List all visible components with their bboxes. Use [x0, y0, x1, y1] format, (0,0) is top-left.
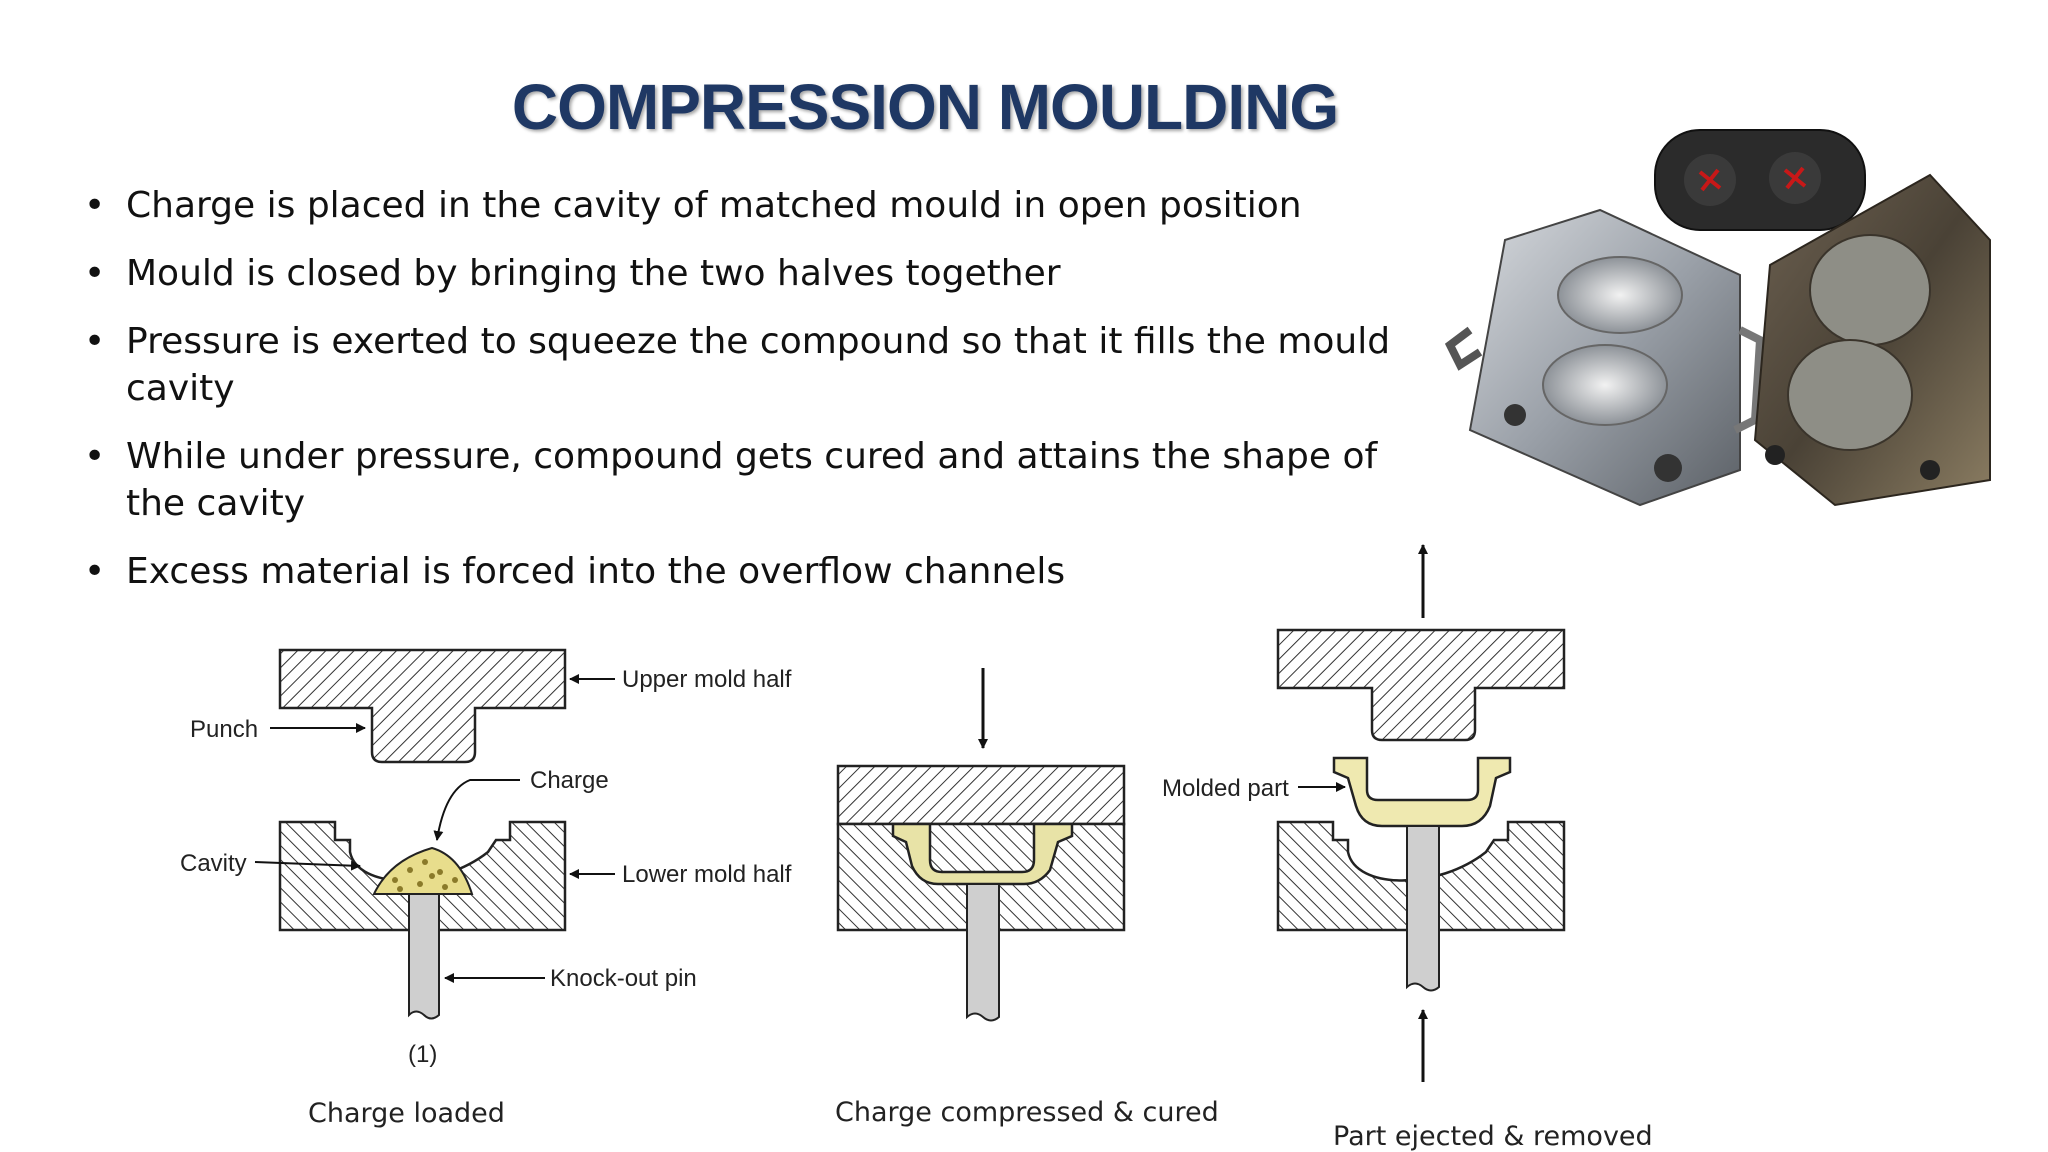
bullet-item: While under pressure, compound gets cure… [84, 433, 1444, 527]
charge [372, 846, 474, 895]
stage-3-diagram: Molded part Part ejected & removed [1162, 544, 1653, 1152]
label-upper-mold-half: Upper mold half [622, 666, 792, 693]
molded-part [1332, 756, 1512, 828]
label-knock-out-pin: Knock-out pin [550, 965, 697, 992]
knock-out-pin [1406, 825, 1440, 992]
label-punch: Punch [190, 716, 258, 743]
label-charge: Charge [530, 767, 609, 794]
cured-part [891, 822, 1074, 886]
bullet-item: Excess material is forced into the overf… [84, 548, 1444, 595]
label-cavity: Cavity [180, 850, 247, 877]
upper-mold-half [278, 648, 567, 764]
bullet-item: Pressure is exerted to squeeze the compo… [84, 318, 1444, 412]
upper-mold-raised [1276, 628, 1566, 742]
upper-mold-closed [836, 764, 1126, 826]
caption-charge-compressed: Charge compressed & cured [835, 1097, 1219, 1128]
bullet-item: Charge is placed in the cavity of matche… [84, 182, 1444, 229]
mould-photo [1444, 129, 1991, 507]
stage-2-diagram: Charge compressed & cured [835, 668, 1219, 1128]
label-lower-mold-half: Lower mold half [622, 861, 792, 888]
knock-out-pin [408, 884, 440, 1020]
stage-1-diagram: Upper mold half Punch Charge Cavity Lowe… [180, 648, 792, 1129]
caption-charge-loaded: Charge loaded [308, 1098, 505, 1129]
bullet-list: Charge is placed in the cavity of matche… [84, 182, 1444, 616]
knock-out-pin [966, 883, 1000, 1022]
page-title: COMPRESSION MOULDING [511, 71, 1339, 143]
label-step-number: (1) [408, 1041, 437, 1068]
bullet-item: Mould is closed by bringing the two halv… [84, 250, 1444, 297]
label-molded-part: Molded part [1162, 775, 1289, 802]
caption-part-ejected: Part ejected & removed [1333, 1121, 1653, 1152]
